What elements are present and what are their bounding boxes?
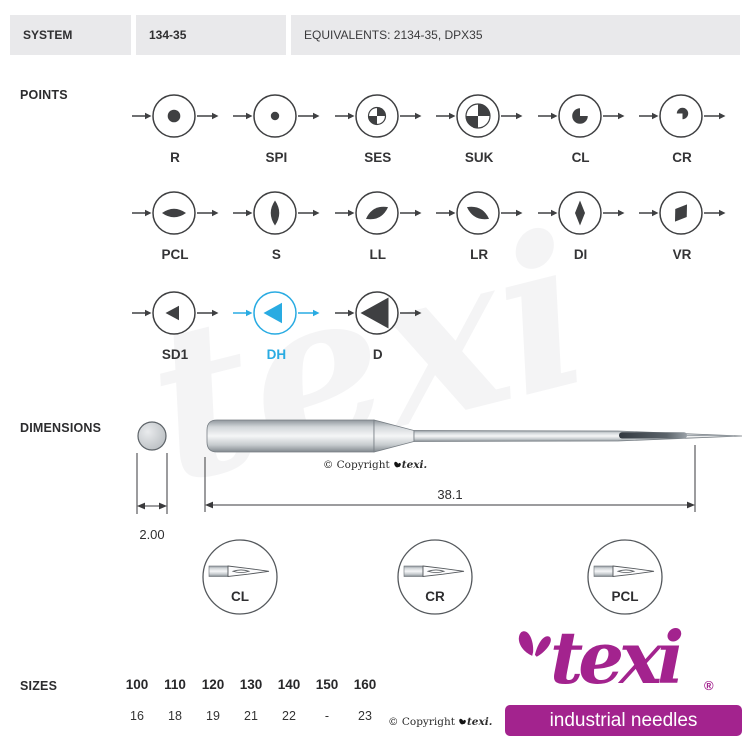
length-value: 38.1 [437,487,463,502]
size-singer-22: 22 [282,709,296,723]
point-icon-SD1 [132,291,219,335]
point-SD1: SD1 [127,289,223,365]
needle-eye [619,432,687,439]
point-SES: SES [330,92,426,168]
point-icon-CR [638,94,726,138]
point-D: D [330,289,426,365]
point-icon-LR [436,191,523,235]
point-icon-DH [233,291,320,335]
point-label-DI: DI [573,247,588,262]
detail-label-cr: CR [425,589,445,604]
point-S: S [228,189,324,265]
logo-wordmark: texi [550,615,684,700]
point-label-VR: VR [672,247,692,262]
size-metric-140: 140 [277,677,301,692]
dimensions-section-label: DIMENSIONS [20,421,102,435]
texi-mark-icon [455,716,467,728]
size-singer-16: 16 [130,709,144,723]
texi-mark-icon [390,459,402,471]
point-label-SPI: SPI [265,150,288,165]
sizes-section-label: SIZES [20,679,58,693]
needle-body [206,419,743,453]
point-icon-DI [537,191,625,235]
point-icon-PCL [132,191,219,235]
point-PCL: PCL [127,189,223,265]
points-row-1: R SPI SES SUK CL CR [127,92,730,168]
butterfly-icon [518,631,551,657]
point-label-CL: CL [571,150,590,165]
texi-logo: texi ® industrial needles [500,622,745,742]
point-icon-S [233,191,320,235]
size-metric-160: 160 [353,677,377,692]
copyright-note-bottom: © Copyright texi. [388,716,492,728]
copyright-note-top: © Copyright texi. [295,459,455,471]
size-metric-130: 130 [239,677,263,692]
size-metric-100: 100 [125,677,149,692]
sizes-metric-row: 100 110 120 130 140 150 160 [118,677,384,692]
point-label-PCL: PCL [161,247,189,262]
size-singer-18: 18 [168,709,182,723]
size-singer-23: 23 [358,709,372,723]
point-icon-SUK [436,94,523,138]
point-LL: LL [330,189,426,265]
copyright-brand: texi. [401,459,428,471]
point-label-DH: DH [266,347,287,362]
size-singer-19: 19 [206,709,220,723]
detail-label-cl: CL [231,589,249,604]
copyright-brand: texi. [466,716,493,728]
copyright-text: © Copyright [322,459,390,471]
sizes-singer-row: 16 18 19 21 22 - 23 [118,709,384,723]
point-label-SES: SES [364,150,392,165]
size-singer--: - [324,709,330,723]
system-label-box: SYSTEM [10,15,131,55]
shank-cross-section [137,421,167,451]
point-SPI: SPI [228,92,324,168]
point-icon-VR [638,191,726,235]
point-R: R [127,92,223,168]
point-label-LL: LL [369,247,387,262]
system-value-box: 134-35 [136,15,286,55]
point-label-CR: CR [672,150,692,165]
point-label-R: R [170,150,180,165]
size-metric-150: 150 [315,677,339,692]
detail-label-pcl: PCL [611,589,639,604]
equivalents-box: EQUIVALENTS: 2134-35, DPX35 [291,15,740,55]
point-CL: CL [533,92,629,168]
points-row-3: SD1 DH D [127,289,426,365]
point-icon-SPI [233,94,320,138]
size-singer-21: 21 [244,709,258,723]
points-section-label: POINTS [20,88,68,102]
point-VR: VR [634,189,730,265]
registered-mark: ® [704,678,714,693]
point-DH: DH [228,289,324,365]
needle-diagram [136,419,743,615]
point-icon-D [334,291,422,335]
length-dimension-lines [204,445,696,512]
diameter-value: 2.00 [139,527,165,542]
point-icon-R [132,94,219,138]
size-metric-110: 110 [164,677,186,692]
size-metric-120: 120 [201,677,225,692]
copyright-text: © Copyright [388,716,455,728]
point-CR: CR [634,92,730,168]
points-row-2: PCL S LL LR DI VR [127,189,730,265]
system-value: 134-35 [149,28,187,42]
point-label-SUK: SUK [464,150,494,165]
point-label-D: D [372,347,383,362]
point-icon-CL [537,94,625,138]
point-label-S: S [271,247,281,262]
equivalents-text: EQUIVALENTS: 2134-35, DPX35 [304,28,483,42]
point-DI: DI [533,189,629,265]
system-label: SYSTEM [23,28,73,42]
point-label-LR: LR [470,247,489,262]
point-icon-LL [334,191,422,235]
point-SUK: SUK [431,92,527,168]
point-label-SD1: SD1 [161,347,189,362]
point-LR: LR [431,189,527,265]
point-icon-SES [334,94,422,138]
logo-tagline: industrial needles [505,705,742,736]
